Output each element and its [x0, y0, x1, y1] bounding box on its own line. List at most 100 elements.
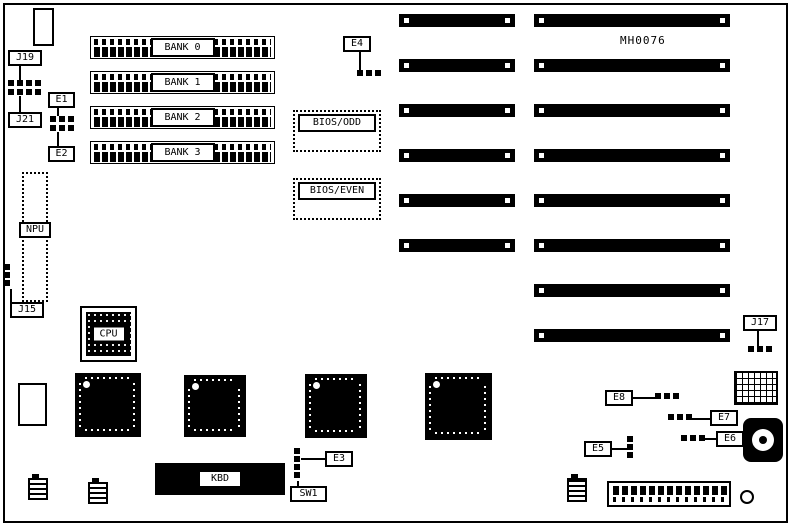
- slot-key-notch: [505, 198, 510, 203]
- qfp-ic: [75, 373, 141, 437]
- jumper-label-e2: E2: [48, 146, 75, 162]
- qfp-ic: [184, 375, 246, 437]
- bank-label: BANK 1: [150, 73, 215, 92]
- crystal-oscillator: [567, 474, 587, 502]
- leader-line: [688, 418, 710, 420]
- jumper-label-e8: E8: [605, 390, 633, 406]
- jumper-label-j21: J21: [8, 112, 42, 128]
- jumper-pins-j19-j21: [8, 80, 41, 95]
- board-outline: [3, 3, 788, 523]
- jumper-label-j19: J19: [8, 50, 42, 66]
- bank-label: BANK 3: [150, 143, 215, 162]
- jumper-pins-e5: [627, 436, 633, 458]
- chip-label: CPU: [91, 325, 126, 343]
- jumper-label-e3: E3: [325, 451, 353, 467]
- slot-key-notch: [720, 108, 725, 113]
- slot-key-notch: [505, 63, 510, 68]
- slot-key-notch: [720, 18, 725, 23]
- pin1-dot: [313, 382, 320, 389]
- jumper-pins-e8: [655, 393, 679, 399]
- slot-key-notch: [539, 288, 544, 293]
- jumper-pins-e1-e2: [50, 116, 74, 131]
- din-center-pin: [759, 436, 767, 444]
- jumper-pins-j15: [4, 264, 10, 286]
- isa-slot-segment: [534, 329, 730, 342]
- slot-key-notch: [505, 153, 510, 158]
- slot-key-notch: [404, 63, 409, 68]
- slot-key-notch: [404, 108, 409, 113]
- isa-slot-segment: [399, 104, 515, 117]
- slot-key-notch: [720, 288, 725, 293]
- slot-key-notch: [505, 18, 510, 23]
- slot-key-notch: [539, 198, 544, 203]
- jumper-pins-e7: [668, 414, 692, 420]
- isa-slot-segment: [534, 284, 730, 297]
- isa-slot-segment: [399, 14, 515, 27]
- pin-row: [613, 497, 725, 502]
- crystal-oscillator: [88, 478, 108, 504]
- slot-key-notch: [539, 108, 544, 113]
- jumper-pins-e6: [681, 435, 705, 441]
- leader-line: [633, 397, 656, 399]
- jumper-label-e4: E4: [343, 36, 371, 52]
- slot-key-notch: [539, 63, 544, 68]
- jumper-label-e5: E5: [584, 441, 612, 457]
- slot-key-notch: [404, 153, 409, 158]
- switch-pins-sw1-e3: [294, 448, 300, 478]
- pin1-dot: [433, 381, 440, 388]
- slot-key-notch: [505, 243, 510, 248]
- slot-key-notch: [720, 153, 725, 158]
- jumper-pins-j17: [748, 346, 772, 352]
- isa-slot-segment: [399, 194, 515, 207]
- keyboard-din-connector: [743, 418, 783, 462]
- mounting-hole: [740, 490, 754, 504]
- keyboard-controller: KBD: [155, 463, 285, 495]
- jumper-label-j15: J15: [10, 302, 44, 318]
- din-ring: [752, 429, 774, 451]
- leader-line: [19, 66, 21, 80]
- component-tab: [32, 474, 39, 480]
- isa-slot-segment: [534, 14, 730, 27]
- jumper-label-e1: E1: [48, 92, 75, 108]
- bios-odd-chip: BIOS/ODD: [293, 110, 381, 152]
- npu-socket: NPU: [19, 172, 51, 302]
- memory-bank-2: BANK 2: [90, 106, 275, 129]
- chip-label: BIOS/ODD: [298, 114, 376, 132]
- memory-bank-3: BANK 3: [90, 141, 275, 164]
- slot-key-notch: [505, 108, 510, 113]
- pin1-dot: [192, 383, 199, 390]
- pin-row: [613, 486, 727, 495]
- slot-key-notch: [720, 243, 725, 248]
- bank-label: BANK 2: [150, 108, 215, 127]
- chip-label: BIOS/EVEN: [298, 182, 376, 200]
- chip-label: KBD: [198, 470, 242, 488]
- jumper-label-e6: E6: [716, 431, 744, 447]
- leader-line: [612, 448, 627, 450]
- memory-bank-0: BANK 0: [90, 36, 275, 59]
- slot-key-notch: [404, 18, 409, 23]
- leader-line: [699, 438, 716, 440]
- pin-header-connector: [607, 481, 731, 507]
- small-ic-outline: [18, 383, 47, 426]
- isa-slot-segment: [534, 59, 730, 72]
- jumper-pins-e4: [357, 70, 381, 76]
- isa-slot-segment: [534, 239, 730, 252]
- slot-key-notch: [539, 153, 544, 158]
- bank-label: BANK 0: [150, 38, 215, 57]
- crystal-oscillator: [28, 474, 48, 500]
- isa-slot-segment: [399, 239, 515, 252]
- qfp-ic: [305, 374, 367, 438]
- slot-key-notch: [404, 198, 409, 203]
- memory-bank-1: BANK 1: [90, 71, 275, 94]
- isa-slot-segment: [399, 149, 515, 162]
- leader-line: [57, 108, 59, 116]
- slot-key-notch: [720, 198, 725, 203]
- slot-key-notch: [720, 63, 725, 68]
- isa-slot-segment: [534, 104, 730, 117]
- leader-line: [301, 458, 325, 460]
- chip-label: NPU: [19, 222, 51, 238]
- cpu-socket: CPU: [80, 306, 137, 362]
- slot-key-notch: [720, 333, 725, 338]
- component-tab: [571, 474, 578, 480]
